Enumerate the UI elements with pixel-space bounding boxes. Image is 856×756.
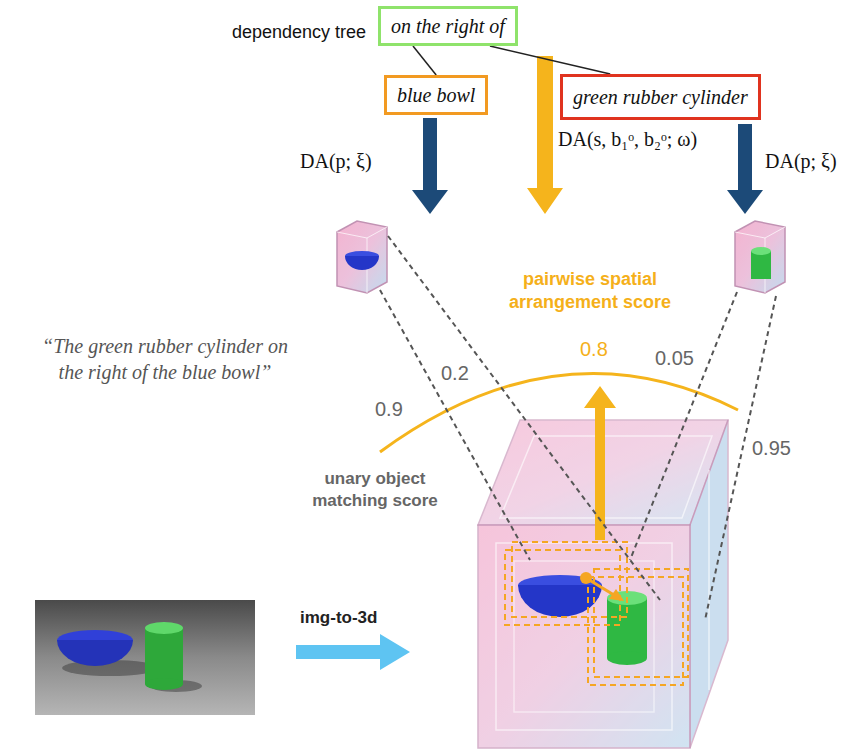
formula-label-box: DA(s, b₁ᵒ, b₂ᵒ; ω) bbox=[558, 128, 697, 151]
offset-arrow bbox=[609, 589, 624, 601]
score-number-box: 0.9 bbox=[375, 398, 403, 421]
score-number-box: 0.8 bbox=[580, 338, 608, 361]
score-number: 0.05 bbox=[655, 347, 694, 369]
cylinder-shape bbox=[607, 651, 647, 665]
formula-label: DA(p; ξ) bbox=[300, 150, 372, 172]
cylinder-shape bbox=[145, 622, 183, 634]
cylinder-shape bbox=[145, 628, 183, 684]
object-box: blue bowl bbox=[384, 75, 488, 115]
tree-edge bbox=[490, 46, 610, 74]
object-cube bbox=[735, 221, 785, 293]
heading-note: dependency tree bbox=[232, 22, 366, 42]
cylinder-shape bbox=[751, 251, 771, 279]
cube-grid bbox=[496, 543, 672, 730]
bowl-shape bbox=[518, 585, 602, 617]
score-arrow bbox=[412, 118, 448, 214]
cube-grid bbox=[514, 561, 654, 712]
offset-arrow bbox=[586, 578, 614, 595]
query-sentence: “The green rubber cylinder on the right … bbox=[42, 335, 288, 383]
score-caption-box: unary object matching score bbox=[300, 468, 450, 512]
score-number: 0.8 bbox=[580, 338, 608, 360]
score-caption-box: pairwise spatial arrangement score bbox=[480, 268, 700, 315]
formula-label-box: DA(p; ξ) bbox=[300, 150, 372, 173]
object-cube bbox=[337, 221, 387, 293]
cube-edge bbox=[337, 227, 387, 238]
tree-edge bbox=[413, 46, 436, 75]
score-number-box: 0.05 bbox=[655, 347, 694, 370]
score-caption: pairwise spatial arrangement score bbox=[509, 269, 671, 312]
matching-line bbox=[380, 290, 530, 560]
bowl-shape bbox=[57, 640, 133, 666]
formula-label-box: DA(p; ξ) bbox=[765, 150, 837, 173]
cube-edge bbox=[735, 227, 785, 238]
score-caption: unary object matching score bbox=[312, 469, 438, 510]
scene-cube bbox=[478, 525, 690, 748]
input-photo bbox=[35, 600, 255, 715]
score-number-box: 0.95 bbox=[752, 437, 791, 460]
relation-box: on the right of bbox=[378, 6, 518, 46]
spatial-arrow bbox=[584, 386, 616, 540]
score-number: 0.9 bbox=[375, 398, 403, 420]
score-number: 0.95 bbox=[752, 437, 791, 459]
node-text: on the right of bbox=[391, 14, 505, 38]
object-box-3d bbox=[588, 577, 683, 685]
object-box-3d bbox=[512, 542, 627, 617]
query-sentence-box: “The green rubber cylinder on the right … bbox=[40, 333, 290, 385]
matching-line bbox=[630, 292, 737, 560]
spatial-arrow bbox=[527, 56, 563, 214]
formula-label: DA(p; ξ) bbox=[765, 150, 837, 172]
bowl-shape bbox=[345, 256, 379, 270]
step-label-box: img-to-3d bbox=[300, 608, 377, 628]
scene-cube bbox=[690, 420, 728, 748]
conversion-arrow bbox=[296, 634, 410, 670]
step-label: img-to-3d bbox=[300, 608, 377, 627]
object-box-3d bbox=[505, 550, 620, 625]
score-number: 0.2 bbox=[441, 362, 469, 384]
cube-grid bbox=[708, 470, 710, 690]
cylinder-shape bbox=[145, 678, 183, 690]
node-text: green rubber cylinder bbox=[573, 85, 748, 109]
heading-note-box: dependency tree bbox=[232, 22, 366, 43]
formula-label: DA(s, b₁ᵒ, b₂ᵒ; ω) bbox=[558, 128, 697, 150]
score-arrow bbox=[727, 124, 763, 214]
cube-grid bbox=[500, 436, 712, 518]
node-text: blue bowl bbox=[397, 83, 475, 107]
object-box: green rubber cylinder bbox=[560, 74, 761, 120]
object-box-3d bbox=[594, 569, 688, 677]
cylinder-shape bbox=[751, 247, 771, 255]
score-number-box: 0.2 bbox=[441, 362, 469, 385]
matching-line bbox=[388, 236, 660, 600]
